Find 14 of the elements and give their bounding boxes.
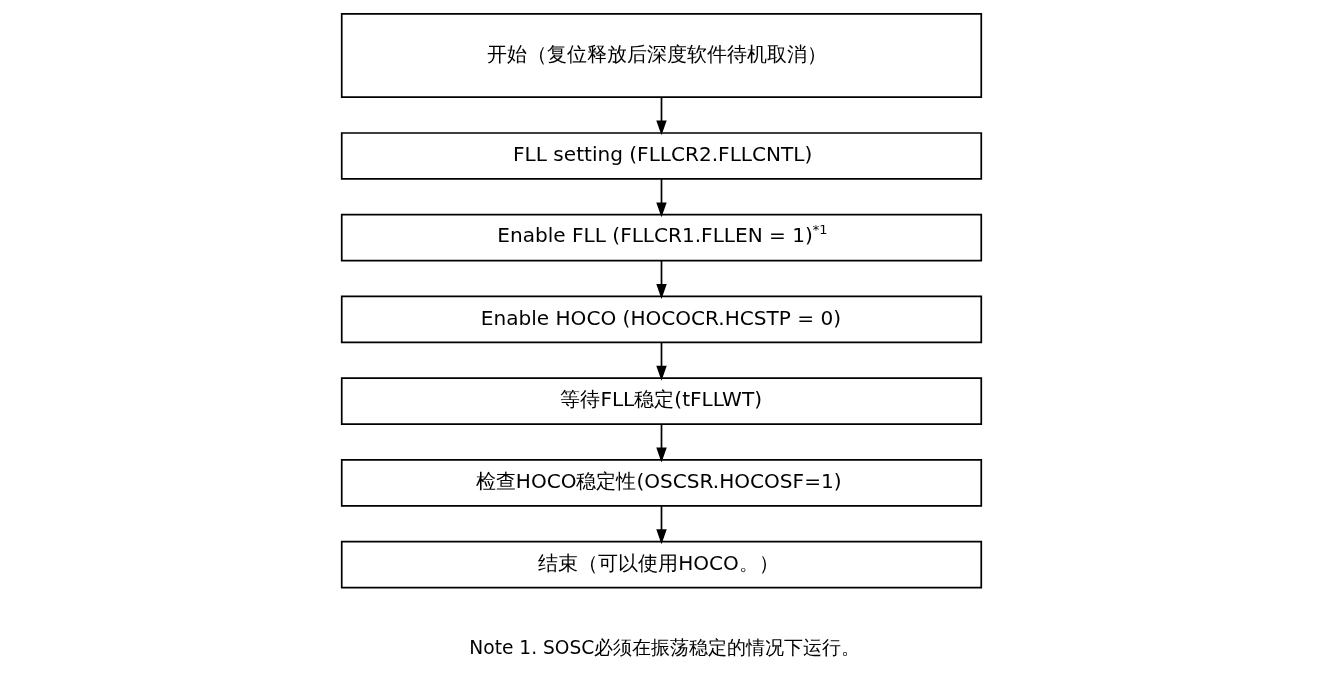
arrow [655, 505, 667, 545]
label: Note 1. SOSC必须在振荡稳定的情况下运行。 [468, 637, 860, 659]
arrow [655, 259, 667, 300]
node-box: Enable HOCO (HOCOCR.HCSTP = 0) [340, 295, 982, 344]
node-box: 检查HOCO稳定性(OSCSR.HOCOSF=1) [340, 459, 982, 507]
arrow [655, 423, 667, 463]
arrow [655, 96, 667, 136]
node-box: 等待FLL稳定(tFLLWT) [340, 377, 982, 425]
arrow [655, 178, 667, 218]
arrow [655, 341, 667, 381]
node-box: 开始（复位释放后深度软件待机取消） [340, 13, 982, 98]
node-box: Enable FLL (FLLCR1.FLLEN = 1)$^{*1}$ [340, 213, 982, 262]
node-box: FLL setting (FLLCR2.FLLCNTL) [340, 132, 982, 180]
node-box: 结束（可以使用HOCO。） [340, 540, 982, 589]
